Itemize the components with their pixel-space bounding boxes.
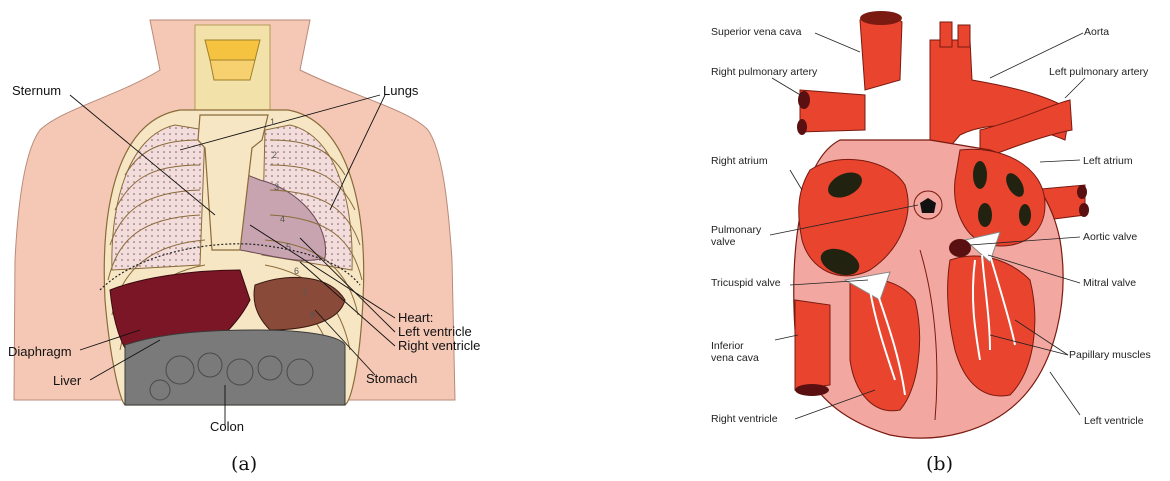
rib-number: 4	[280, 214, 285, 224]
caption-a: (a)	[231, 453, 257, 475]
label-sternum: Sternum	[12, 84, 61, 98]
label-diaphragm: Diaphragm	[8, 345, 72, 359]
label-left-ventricle: Left ventricle	[1084, 416, 1144, 427]
thorax-diagram-panel: 1 2 3 4 5 6 7 8 Sternum Lungs Heart: Lef…	[0, 0, 470, 481]
label-left-pulmonary-artery: Left pulmonary artery	[1049, 67, 1148, 78]
rib-number: 6	[294, 266, 299, 276]
inferior-vena-cava-shape	[795, 300, 830, 390]
right-ventricle-cavity	[850, 278, 920, 411]
label-left-ventricle: Left ventricle	[398, 325, 472, 339]
rib-number: 3	[274, 182, 279, 192]
label-aorta: Aorta	[1084, 27, 1109, 38]
rib-number: 8	[310, 310, 315, 320]
superior-vena-cava-shape	[860, 15, 902, 90]
label-stomach: Stomach	[366, 372, 417, 386]
label-left-atrium: Left atrium	[1083, 156, 1133, 167]
label-right-atrium: Right atrium	[711, 156, 768, 167]
left-atrium-shape	[955, 149, 1045, 246]
label-inferior-vena-cava-1: Inferior	[711, 341, 744, 352]
label-mitral-valve: Mitral valve	[1083, 278, 1136, 289]
right-pulmonary-artery-shape	[800, 90, 865, 132]
rib-number: 2	[272, 150, 277, 160]
label-aortic-valve: Aortic valve	[1083, 232, 1137, 243]
label-colon: Colon	[210, 420, 244, 434]
rib-number: 1	[270, 117, 275, 127]
label-pulmonary-valve-2: valve	[711, 237, 736, 248]
thorax-illustration: 1 2 3 4 5 6 7 8	[0, 0, 470, 481]
label-papillary-muscles: Papillary muscles	[1069, 350, 1151, 361]
label-pulmonary-valve-1: Pulmonary	[711, 225, 761, 236]
label-right-pulmonary-artery: Right pulmonary artery	[711, 67, 817, 78]
label-liver: Liver	[53, 374, 81, 388]
label-tricuspid-valve: Tricuspid valve	[711, 278, 781, 289]
label-lungs: Lungs	[383, 84, 418, 98]
label-inferior-vena-cava-2: vena cava	[711, 353, 759, 364]
label-superior-vena-cava: Superior vena cava	[711, 27, 801, 38]
rib-number: 5	[286, 242, 291, 252]
label-heart: Heart:	[398, 311, 433, 325]
rib-number: 7	[302, 288, 307, 298]
label-right-ventricle: Right ventricle	[398, 339, 480, 353]
caption-b: (b)	[926, 453, 953, 475]
heart-diagram-panel: Superior vena cava Aorta Right pulmonary…	[690, 0, 1170, 481]
label-right-ventricle: Right ventricle	[711, 414, 778, 425]
